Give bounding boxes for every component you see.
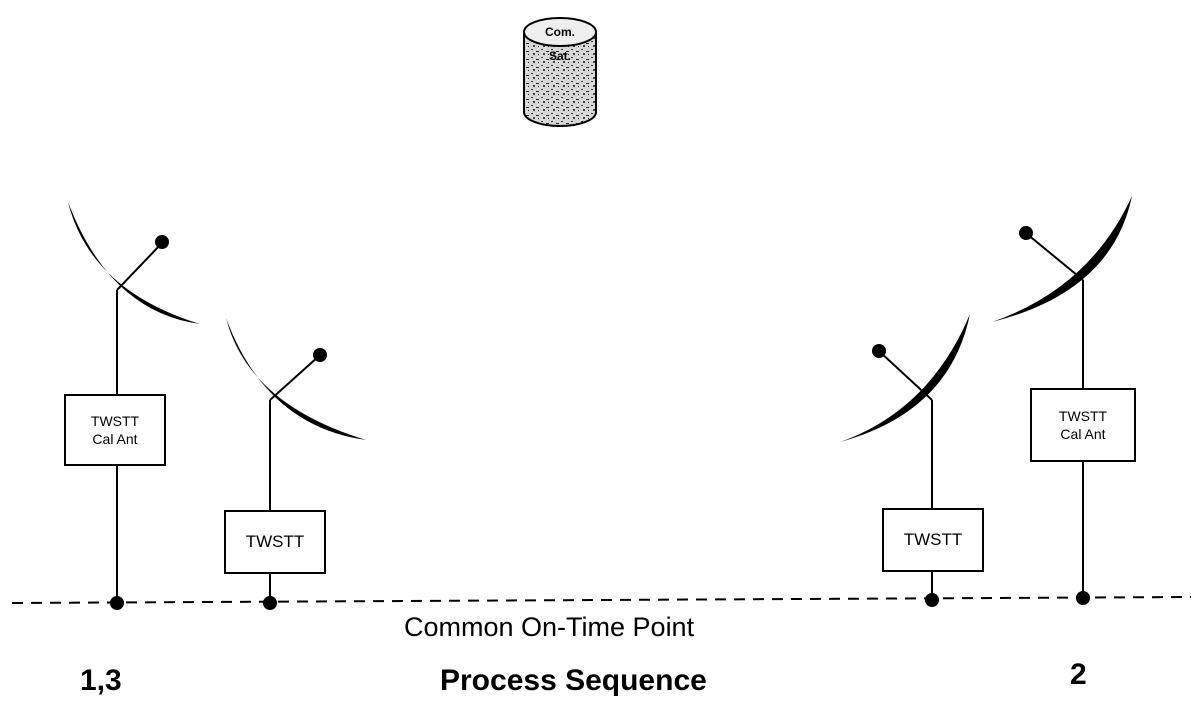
- left-cal-box: TWSTT Cal Ant: [64, 394, 166, 466]
- right-cal-box-line1: TWSTT: [1058, 408, 1108, 424]
- satellite-icon: Com. Sat.: [523, 17, 597, 127]
- right-sequence-label: 2: [1070, 658, 1087, 691]
- right-twstt-dish-icon: [840, 314, 970, 442]
- left-cal-dish-icon: [68, 202, 200, 324]
- right-twstt-box: TWSTT: [882, 508, 984, 572]
- right-cal-box: TWSTT Cal Ant: [1030, 388, 1136, 462]
- satellite-label-line1: Com.: [545, 25, 575, 39]
- left-twstt-ground-point: [263, 596, 277, 610]
- left-twstt-box-label: TWSTT: [245, 532, 305, 551]
- right-cal-ground-point: [1076, 591, 1090, 605]
- right-twstt-box-label: TWSTT: [903, 530, 963, 549]
- left-twstt-dish-icon: [226, 318, 366, 440]
- right-cal-dish-icon: [992, 196, 1132, 322]
- right-twstt-ground-point: [925, 593, 939, 607]
- left-cal-box-line2: Cal Ant: [92, 431, 138, 447]
- left-cal-box-line1: TWSTT: [90, 413, 140, 429]
- left-sequence-label: 1,3: [80, 664, 122, 697]
- common-on-time-line: [11, 596, 1191, 604]
- left-twstt-box: TWSTT: [224, 510, 326, 574]
- satellite-label-line2: Sat.: [549, 49, 571, 63]
- left-cal-ground-point: [110, 596, 124, 610]
- process-sequence-title: Process Sequence: [440, 664, 707, 697]
- right-cal-box-line2: Cal Ant: [1060, 426, 1106, 442]
- common-on-time-label: Common On-Time Point: [404, 612, 695, 642]
